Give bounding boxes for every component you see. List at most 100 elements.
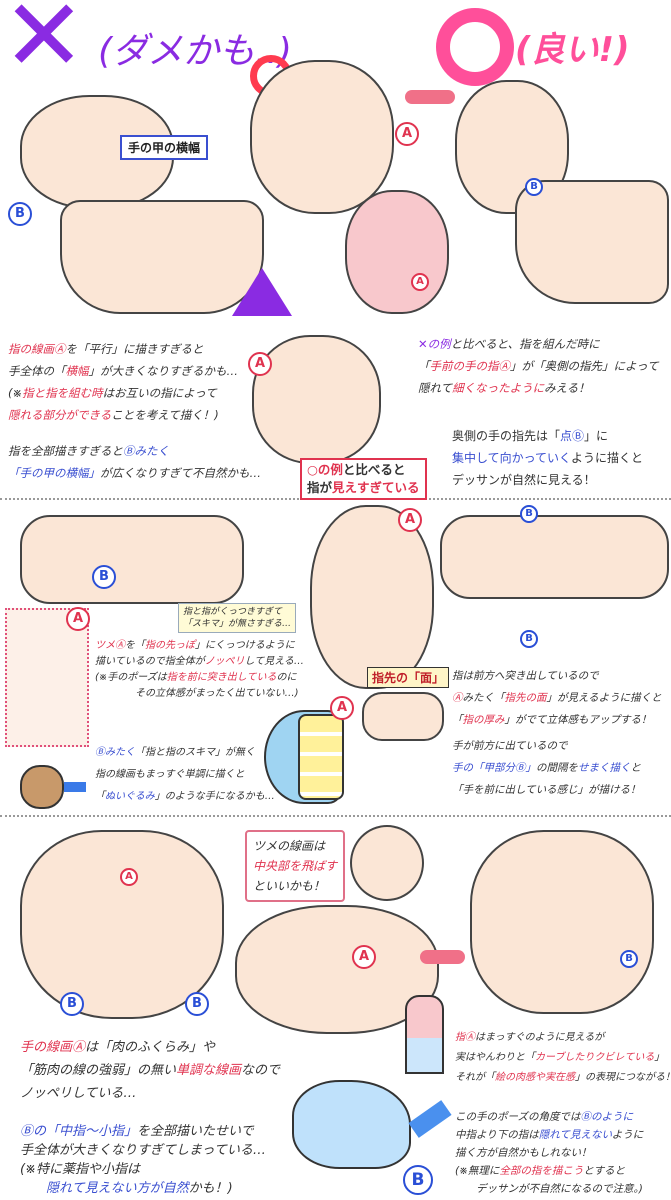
- marker-a: A: [248, 352, 272, 376]
- marker-a: A: [352, 945, 376, 969]
- text-segment: 「手を前に出している感じ」が描ける！: [452, 784, 641, 796]
- text-segment: 「筋肉の線の強弱」の無い: [20, 1063, 177, 1078]
- text-segment: かも！): [188, 1181, 233, 1196]
- text-segment: 手の線画Ⓐ: [20, 1040, 86, 1055]
- text-line: 指が見えすぎている: [307, 479, 420, 497]
- text-segment: (※: [8, 386, 23, 400]
- text-segment: 横幅: [65, 364, 89, 378]
- marker-a: A: [395, 122, 419, 146]
- text-segment: 「: [418, 359, 430, 373]
- ok-hands-illustration: [250, 60, 394, 214]
- text-segment: 指と指がくっつきすぎて: [183, 607, 283, 617]
- text-segment: それが「: [455, 1072, 495, 1083]
- triangle-icon: [232, 268, 292, 316]
- text-segment: と比べると、指を組んだ時に: [450, 337, 600, 351]
- text-segment: 指は前方へ突き出しているので: [452, 670, 599, 682]
- text-line: 「指の厚み」がでて立体感もアップする！: [452, 709, 662, 731]
- text-segment: ように: [611, 1129, 644, 1141]
- text-line: Ⓑの「中指〜小指」を全部描いたせいで: [20, 1122, 266, 1141]
- text-segment: 隠れて: [418, 381, 453, 395]
- text-segment: ぬいぐるみ: [105, 791, 155, 802]
- text-segment: 」が見えるように描くと: [546, 692, 662, 704]
- text-line: 手が前方に出ているので: [452, 735, 641, 757]
- text-segment: 」が大きくなりすぎるかも…: [88, 364, 239, 378]
- text-line: 指の線画もまっすぐ単調に描くと: [95, 764, 275, 786]
- text-segment: 見えすぎている: [332, 480, 420, 495]
- text-line: といいかも！: [253, 876, 337, 896]
- text-segment: と: [630, 762, 642, 774]
- text-line: 手全体が大きくなりすぎてしまっている…: [20, 1141, 266, 1160]
- marker-b: B: [92, 565, 116, 589]
- text-segment: 指を全部描きすぎると: [8, 444, 123, 458]
- text-line: ノッペリしている…: [20, 1082, 280, 1105]
- marker-b: B: [525, 178, 543, 196]
- marker-a: A: [66, 607, 90, 631]
- text-line: 隠れて細くなったようにみえる！: [418, 377, 659, 399]
- text-segment: その立体感がまったく出ていない…): [95, 688, 299, 699]
- text-segment: 描く方が自然かもしれない！: [455, 1147, 592, 1159]
- fist-front-bad-illustration: [20, 515, 244, 604]
- text-segment: 」にくっつけるように: [195, 640, 295, 651]
- marker-b: B: [620, 950, 638, 968]
- text-segment: 」のような手になるかも…: [154, 791, 275, 802]
- good-circle-icon: [436, 8, 514, 86]
- text-line: 指は前方へ突き出しているので: [452, 665, 662, 687]
- fist-front-good-2-illustration: [440, 515, 669, 599]
- text-line: 中指より下の指は隠れて見えないように: [455, 1126, 643, 1144]
- text-segment: を全部描いたせいで: [137, 1124, 254, 1139]
- text-segment: といいかも！: [253, 879, 326, 893]
- text-line: 指の線画Ⓐを「平行」に描きすぎると: [8, 338, 238, 360]
- text-line: 隠れる部分ができることを考えて描く！): [8, 404, 238, 426]
- text-line: 指と指がくっつきすぎて: [183, 606, 291, 618]
- text-line: その立体感がまったく出ていない…): [95, 686, 304, 702]
- text-line: それが「絵の肉感や実在感」の表現につながる！: [455, 1068, 671, 1088]
- section1-left-note-1: 指の線画Ⓐを「平行」に描きすぎると手全体の「横幅」が大きくなりすぎるかも…(※指…: [8, 338, 238, 426]
- back-width-label: 手の甲の横幅: [120, 135, 209, 160]
- text-segment: の間隔を: [536, 762, 578, 774]
- marker-b: B: [520, 505, 538, 523]
- text-segment: デッサンが自然に見える！: [452, 473, 596, 487]
- pink-arrow-icon: [405, 90, 455, 104]
- text-segment: はまっすぐのように見えるが: [475, 1032, 605, 1043]
- text-segment: Ⓑの「中指〜小指」: [20, 1124, 138, 1139]
- text-segment: 描いているので指全体が: [95, 656, 205, 667]
- text-segment: ことを考えて描く！): [111, 408, 219, 422]
- text-segment: 手全体が大きくなりすぎてしまっている…: [20, 1143, 266, 1158]
- text-line: ツメⒶを「指の先っぽ」にくっつけるように: [95, 638, 304, 654]
- text-segment: して見える…: [244, 656, 304, 667]
- text-segment: カーブしたりクビレている: [535, 1052, 655, 1063]
- text-line: (※特に薬指や小指は: [20, 1160, 266, 1179]
- text-segment: 」がでて立体感もアップする！: [504, 714, 652, 726]
- marker-b: B: [60, 992, 84, 1016]
- text-segment: 指の線画Ⓐ: [8, 342, 66, 356]
- text-segment: 手前の手の指Ⓐ: [429, 359, 511, 373]
- text-segment: を「平行」に描きすぎると: [65, 342, 204, 356]
- fingertip-label: 指先の「面」: [367, 667, 450, 688]
- text-segment: 指の先っぽ: [145, 640, 195, 651]
- text-segment: この手のポーズの角度では: [455, 1111, 581, 1123]
- text-segment: ツメの線画は: [253, 839, 326, 853]
- plush-fist-illustration: [20, 765, 64, 809]
- text-segment: みたく「: [462, 692, 505, 704]
- text-line: ✕の例と比べると、指を組んだ時に: [418, 333, 659, 355]
- text-line: この手のポーズの角度ではⒷのように: [455, 1108, 643, 1126]
- nail-note: ツメⒶを「指の先っぽ」にくっつけるように描いているので指全体がノッペリして見える…: [95, 638, 304, 702]
- text-segment: 」: [654, 1052, 665, 1063]
- text-segment: を「: [125, 640, 145, 651]
- text-line: 描いているので指全体がノッペリして見える…: [95, 654, 304, 670]
- text-segment: とすると: [583, 1165, 626, 1177]
- section3-left-note-1: 手の線画Ⓐは「肉のふくらみ」や「筋肉の線の強弱」の無い単調な線画なのでノッペリし…: [20, 1036, 280, 1105]
- text-line: 奥側の手の指先は「点Ⓑ」に: [452, 425, 643, 447]
- text-line: (※手のポーズは指を前に突き出しているのに: [95, 670, 304, 686]
- section-divider: [0, 815, 671, 817]
- text-line: Ⓐみたく「指先の面」が見えるように描くと: [452, 687, 662, 709]
- clasped-hands-side-illustration: [470, 830, 654, 1014]
- text-segment: 点Ⓑ: [560, 429, 585, 443]
- nail-closeup-illustration: [350, 825, 424, 901]
- nail-bubble: ツメの線画は中央部を飛ばすといいかも！: [245, 830, 346, 902]
- triangle-hands-illustration: [252, 335, 381, 464]
- good-hands-highlight-illustration: [345, 190, 449, 314]
- fingertip-illustration: [362, 692, 444, 741]
- text-segment: 隠れて見えない方が自然: [46, 1181, 189, 1196]
- text-segment: 指の厚み: [462, 714, 505, 726]
